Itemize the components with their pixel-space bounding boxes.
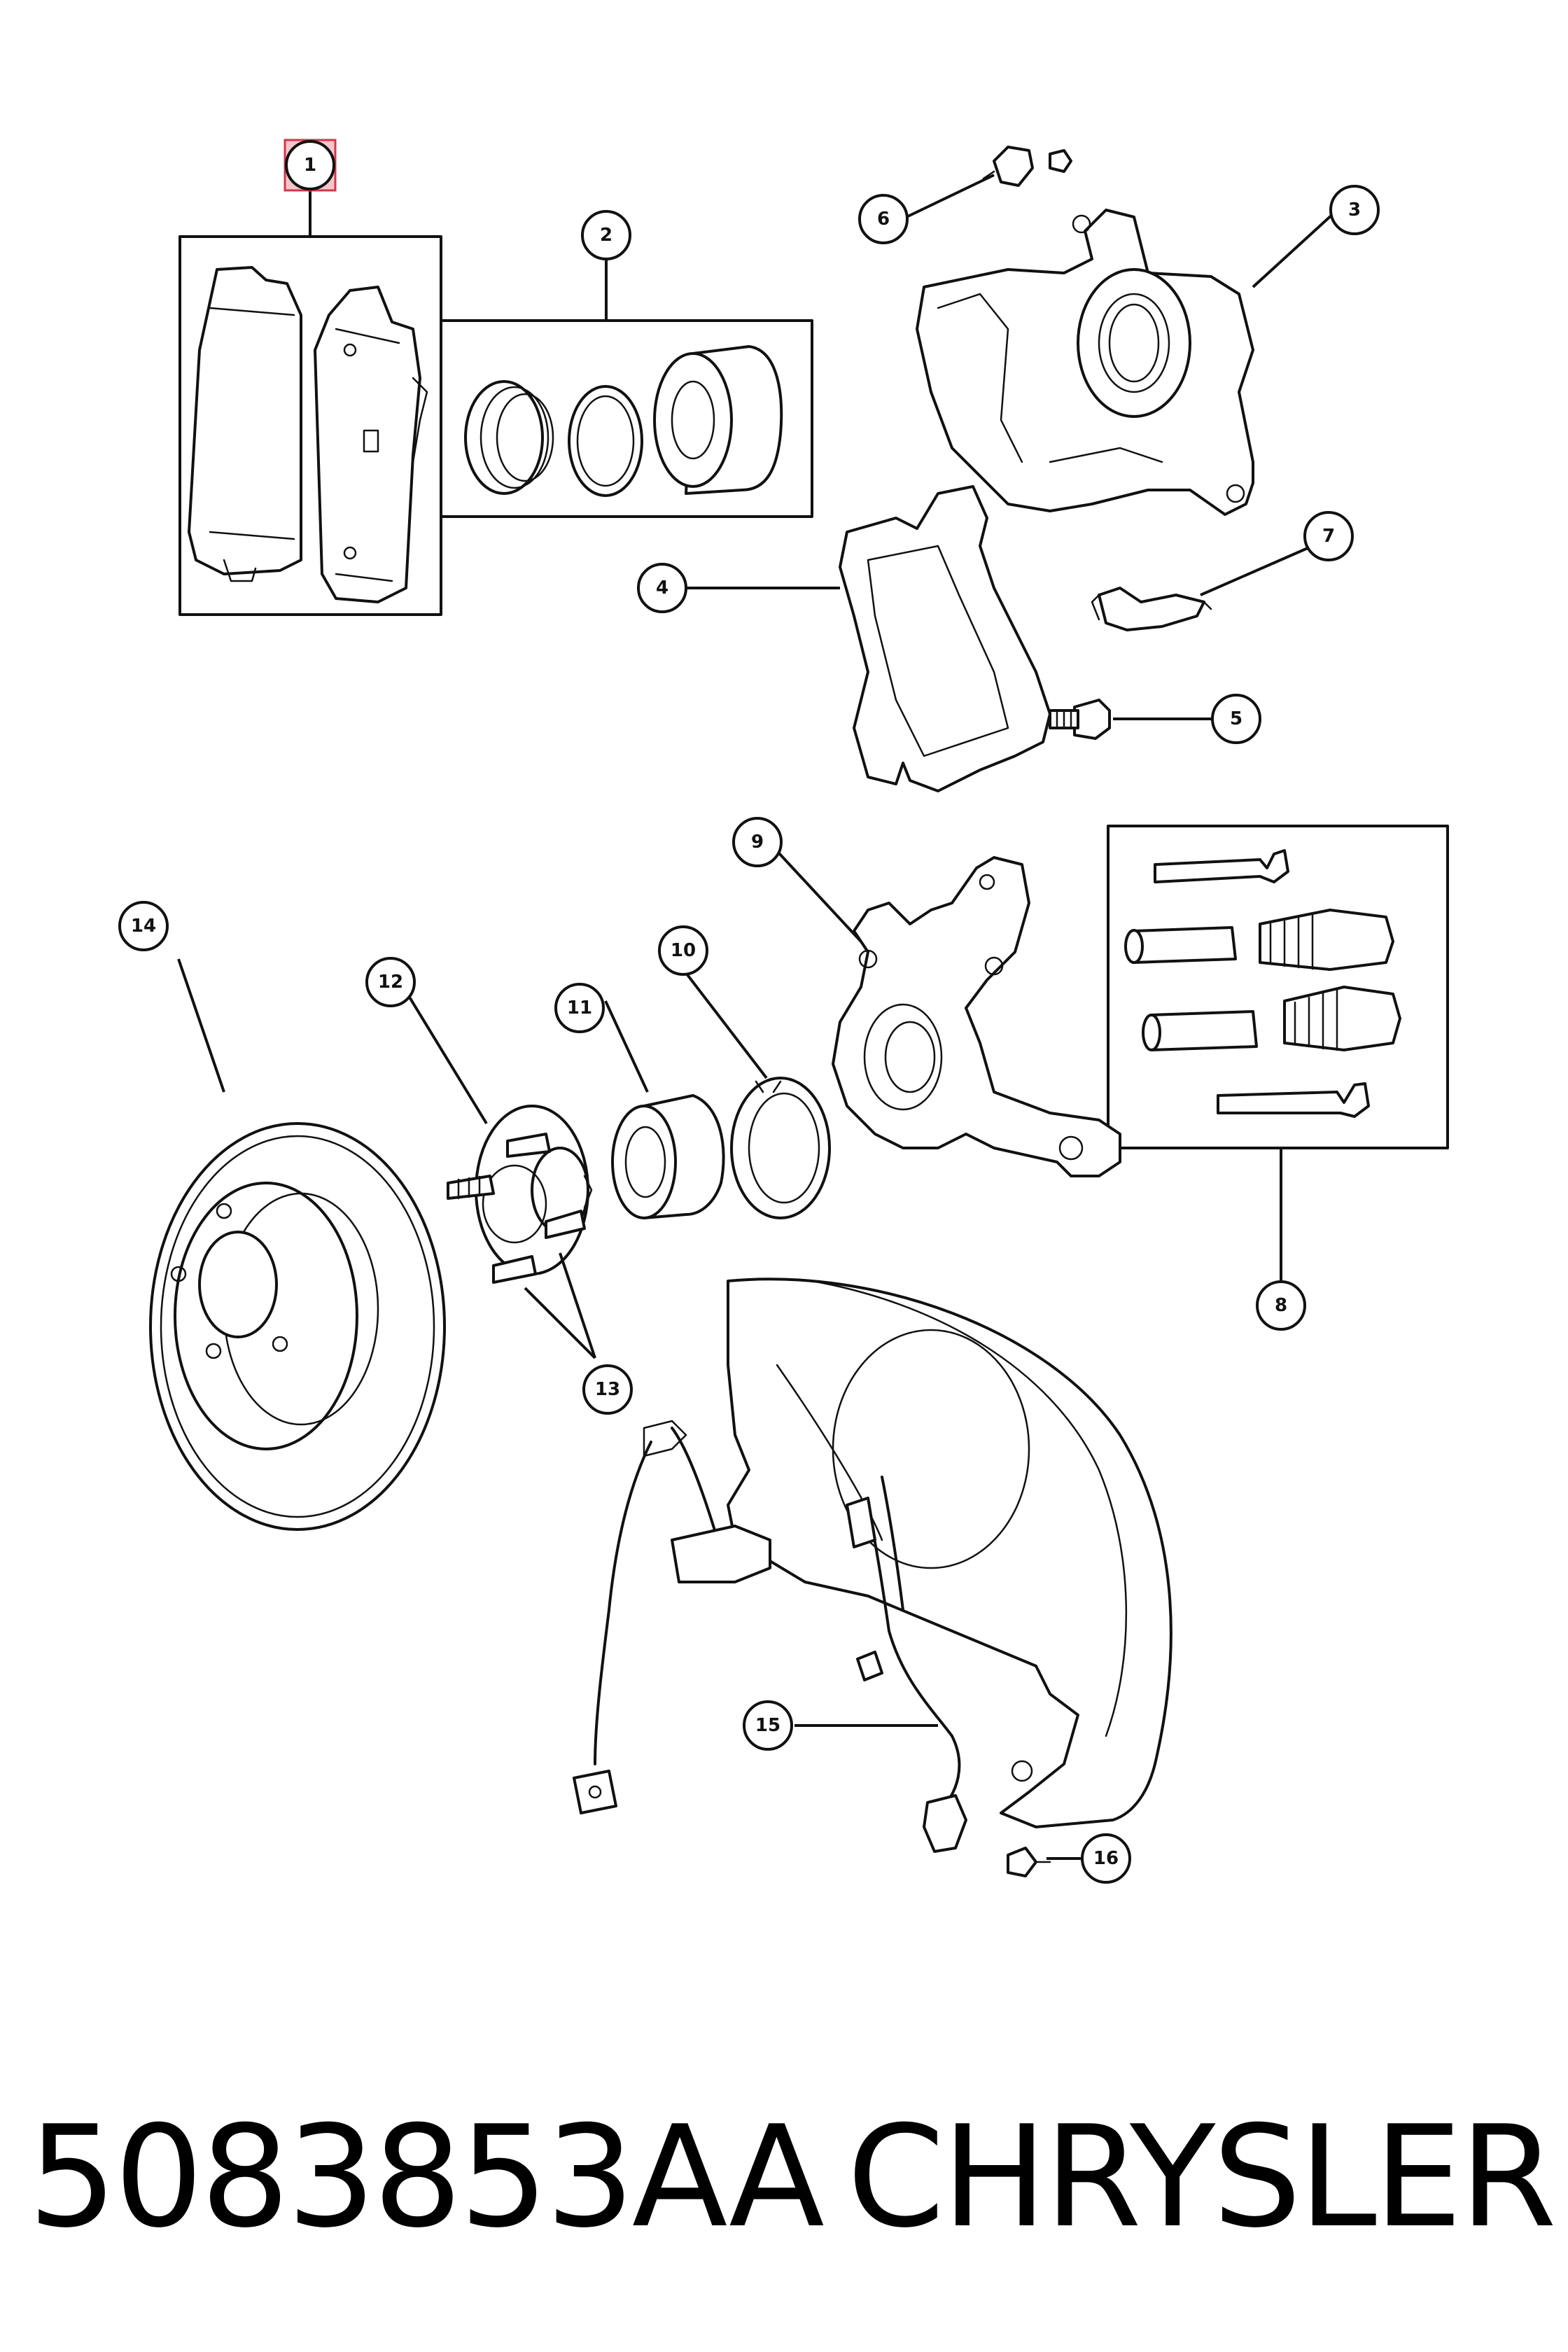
svg-text:8: 8 bbox=[1275, 1295, 1287, 1316]
callout-2[interactable]: 2 bbox=[581, 210, 631, 260]
svg-text:16: 16 bbox=[1093, 1848, 1119, 1869]
svg-text:11: 11 bbox=[567, 997, 592, 1018]
svg-text:10: 10 bbox=[671, 940, 696, 961]
svg-text:7: 7 bbox=[1322, 526, 1335, 547]
callout-9[interactable]: 9 bbox=[732, 817, 783, 867]
callout-3[interactable]: 3 bbox=[1329, 185, 1380, 235]
callout-13[interactable]: 13 bbox=[582, 1364, 633, 1415]
svg-text:2: 2 bbox=[600, 225, 612, 246]
wheel-studs[interactable] bbox=[447, 1133, 596, 1359]
abs-sensor-harness[interactable] bbox=[794, 1476, 967, 1853]
callout-5[interactable]: 5 bbox=[1211, 694, 1261, 744]
brand-name: CHRYSLER bbox=[846, 2095, 1557, 2259]
part-number: 5083853AA bbox=[28, 2095, 825, 2259]
snap-ring[interactable] bbox=[685, 972, 831, 1219]
callout-10[interactable]: 10 bbox=[658, 925, 708, 976]
callout-1[interactable]: 1 bbox=[284, 139, 337, 192]
sensor-screw[interactable] bbox=[1007, 1847, 1082, 1877]
svg-text:13: 13 bbox=[595, 1379, 620, 1400]
part-caption: 5083853AA CHRYSLER bbox=[28, 2058, 1557, 2296]
svg-text:4: 4 bbox=[656, 578, 668, 598]
steering-knuckle[interactable] bbox=[769, 842, 1121, 1177]
anti-rattle-clip[interactable] bbox=[1091, 545, 1313, 631]
callout-4[interactable]: 4 bbox=[637, 563, 687, 613]
svg-text:9: 9 bbox=[751, 832, 764, 853]
svg-text:5: 5 bbox=[1230, 708, 1242, 729]
callout-11[interactable]: 11 bbox=[554, 983, 605, 1033]
brake-hose-harness[interactable] bbox=[573, 1420, 771, 1814]
piston-seal-kit[interactable] bbox=[440, 259, 813, 518]
callout-16[interactable]: 16 bbox=[1081, 1833, 1131, 1884]
callout-15[interactable]: 15 bbox=[743, 1700, 793, 1751]
callout-8[interactable]: 8 bbox=[1256, 1280, 1306, 1331]
brake-pad-kit[interactable] bbox=[178, 188, 442, 616]
splash-shield[interactable] bbox=[727, 1278, 1172, 1828]
brake-rotor[interactable] bbox=[149, 958, 446, 1531]
bolt[interactable] bbox=[1049, 699, 1212, 740]
svg-text:3: 3 bbox=[1348, 200, 1361, 220]
svg-text:6: 6 bbox=[877, 209, 890, 230]
svg-text:14: 14 bbox=[131, 916, 156, 937]
wheel-bearing[interactable] bbox=[604, 1000, 725, 1219]
svg-text:15: 15 bbox=[755, 1715, 780, 1736]
svg-text:12: 12 bbox=[378, 972, 403, 993]
callout-12[interactable]: 12 bbox=[365, 957, 416, 1007]
guide-pin-kit[interactable] bbox=[1107, 825, 1449, 1281]
caliper-adapter[interactable] bbox=[686, 485, 1051, 792]
svg-text:1: 1 bbox=[304, 155, 316, 176]
callout-14[interactable]: 14 bbox=[118, 901, 169, 951]
callout-7[interactable]: 7 bbox=[1303, 511, 1354, 561]
caliper[interactable] bbox=[916, 209, 1335, 516]
callout-6[interactable]: 6 bbox=[858, 194, 909, 244]
bleeder-screw[interactable] bbox=[906, 146, 1072, 218]
